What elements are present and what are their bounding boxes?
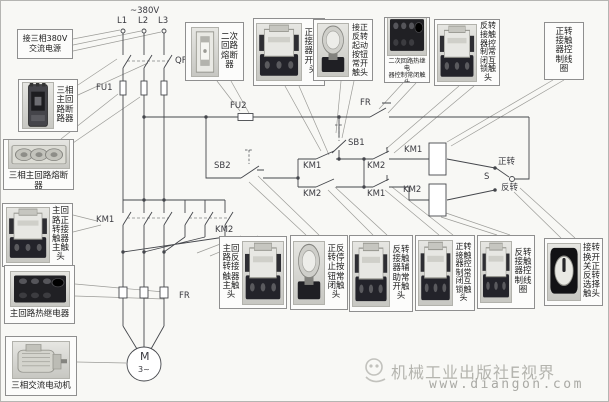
callout-km2-aux-contact-label: 反转接触器辅助常开触头 (392, 244, 410, 301)
callout-km2-aux-contact: 反转接触器辅助常开触头 (349, 235, 413, 312)
photo-thermal-relay (387, 18, 427, 56)
junction-dots (121, 115, 366, 254)
label-km2-main: KM2 (215, 225, 234, 235)
callout-main-fuse: 三相主回路熔断器 (3, 139, 74, 190)
callout-secondary-thermal-nc-label: 二次回路热继电 器控制常闭触头 (388, 57, 426, 83)
callout-secondary-thermal-nc: 二次回路热继电 器控制常闭触头 (384, 17, 430, 83)
callout-km1-coil-label: 正转接触器控制线圈 (555, 26, 573, 74)
callout-motor: 三相交流电动机 (5, 336, 77, 396)
label-km1-main: KM1 (96, 215, 115, 225)
photo-contactor (256, 23, 302, 81)
callout-selector-switch: 接转换开关正反转选择触头 (544, 238, 603, 306)
callout-start-button: 接正反转起动按钮常开触头 (313, 19, 373, 81)
photo-secondary-fuse (190, 26, 219, 77)
callout-main-breaker-label: 三相主回路断路器 (56, 86, 74, 124)
label-fr-control: FR (360, 98, 371, 108)
callout-km2-interlock-contact-label: 反转接触器控制常闭互锁触头 (480, 21, 496, 82)
label-reverse: 反转 (501, 183, 519, 193)
callout-main-thermal-relay: 主回路热继电器 (4, 265, 75, 324)
label-sb1: SB1 (348, 138, 365, 148)
callout-stop-button: 正反转停止按钮常闭触头 (290, 235, 348, 310)
label-motor-m: M (140, 350, 150, 363)
callout-km2-coil-label: 反转接触器控制线圈 (514, 247, 532, 295)
callout-main-breaker: 三相主回路断路器 (18, 79, 78, 132)
callout-power-source: 接三相380V 交流电源 (17, 29, 73, 59)
photo-thermal-relay (9, 270, 70, 307)
callout-power-label: 接三相380V 交流电源 (22, 34, 68, 53)
label-supply-voltage: ~380V (130, 6, 160, 16)
label-l3: L3 (158, 16, 169, 26)
label-km1-coil: KM1 (404, 145, 423, 155)
callout-main-fuse-label: 三相主回路熔断器 (8, 170, 69, 190)
callout-km1-no-contact-label: 正转接触器常开触头 (304, 28, 322, 75)
label-fu1: FU1 (96, 83, 113, 93)
label-forward: 正转 (498, 157, 516, 167)
photo-contactor (352, 240, 390, 307)
label-km2-interlock: KM2 (367, 161, 386, 171)
callout-fu2: 二次回路熔断器 (185, 22, 244, 81)
callout-km1-interlock-contact-label: 正转接触器控制常闭互锁触头 (455, 241, 472, 303)
photo-contactor (5, 207, 50, 263)
callout-fu2-label: 二次回路熔断器 (220, 32, 238, 70)
callout-km2-main-contacts: 主回路反转接触器主触头 (219, 236, 287, 309)
photo-contactor (437, 23, 477, 82)
callout-start-button-label: 接正反转起动按钮常开触头 (352, 23, 368, 77)
label-fr-main: FR (179, 291, 190, 301)
callout-stop-button-label: 正反转停止按钮常闭触头 (327, 243, 345, 300)
photo-rotary-switch (547, 243, 581, 301)
label-km1-hold-contact: KM1 (303, 161, 322, 171)
label-sb2: SB2 (214, 161, 231, 171)
photo-push-button (317, 23, 349, 77)
label-qf: QF (175, 56, 187, 66)
photo-contactor (418, 240, 453, 306)
circuit-wires (118, 28, 530, 382)
label-km1-interlock: KM1 (367, 189, 386, 199)
watermark-brand: 机械工业出版社E视界 (391, 363, 556, 382)
callout-motor-label: 三相交流电动机 (11, 381, 71, 391)
photo-three-phase-fuse (7, 140, 70, 169)
callout-km1-main-contacts: 主回路正转接触器主触头 (2, 203, 73, 267)
watermark-url: www.diangon.com (429, 377, 584, 392)
callout-km2-coil: 反转接触器控制线圈 (477, 235, 535, 309)
callout-km2-main-contacts-label: 主回路反转接触器主触头 (222, 243, 240, 300)
label-l1: L1 (117, 16, 128, 26)
callout-main-thermal-relay-label: 主回路热继电器 (9, 308, 70, 319)
callout-selector-switch-label: 接转换开关正反转选择触头 (583, 243, 601, 300)
photo-motor (12, 341, 70, 379)
label-km2-coil: KM2 (403, 185, 422, 195)
label-fu2: FU2 (230, 101, 247, 111)
label-km2-aux-contact: KM2 (303, 189, 322, 199)
callout-km1-coil: 正转接触器控制线圈 (544, 22, 584, 80)
label-motor-phase: 3~ (138, 365, 150, 374)
photo-contactor (480, 241, 512, 303)
label-selector-s: S (484, 172, 490, 182)
photo-push-button (293, 240, 325, 305)
callout-km2-interlock-contact: 反转接触器控制常闭互锁触头 (434, 19, 500, 86)
photo-contactor (242, 240, 284, 305)
callout-km1-interlock-contact: 正转接触器控制常闭互锁触头 (415, 235, 475, 311)
label-l2: L2 (138, 16, 149, 26)
callout-km1-main-contacts-label: 主回路正转接触器主触头 (51, 206, 69, 263)
photo-circuit-breaker (22, 82, 54, 129)
publisher-logo-icon (365, 358, 386, 383)
